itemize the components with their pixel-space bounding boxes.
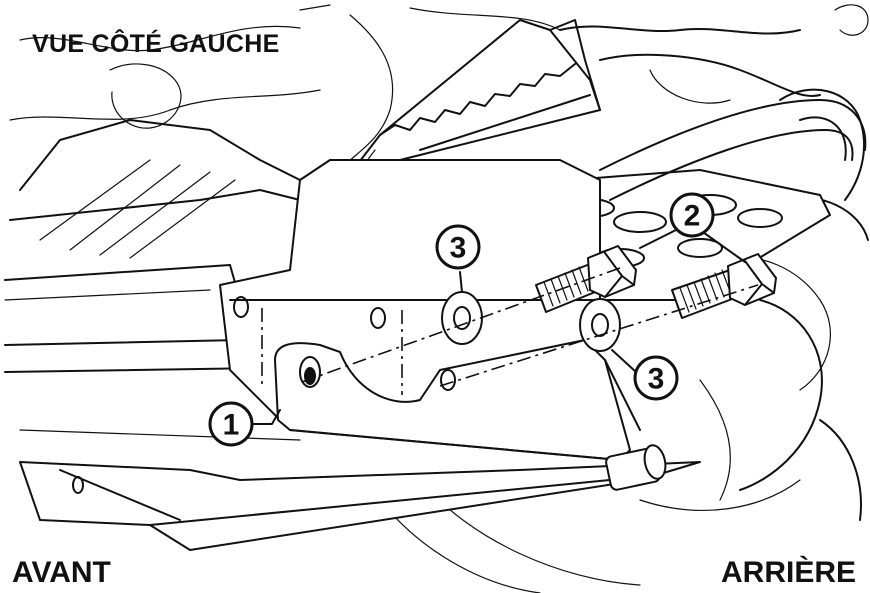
frame-tube	[599, 99, 867, 201]
spacer-boss	[605, 444, 667, 491]
callout-3-top: 3	[435, 224, 481, 270]
view-title: VUE CÔTÉ GAUCHE	[32, 30, 280, 58]
washer-left	[441, 291, 483, 345]
svg-text:3: 3	[648, 363, 665, 396]
front-label: AVANT	[12, 556, 111, 589]
washer-right	[579, 298, 621, 352]
svg-text:1: 1	[223, 409, 240, 442]
mounting-bracket	[274, 339, 641, 461]
rear-label: ARRIÈRE	[720, 556, 856, 589]
svg-text:2: 2	[684, 200, 701, 233]
callout-1: 1	[208, 401, 254, 447]
skid-plate	[19, 429, 701, 551]
callout-3-bottom: 3	[633, 355, 679, 401]
svg-text:3: 3	[450, 232, 467, 265]
assembly-axes	[301, 267, 759, 387]
engine-background	[4, 4, 869, 593]
callout-2: 2	[669, 192, 715, 238]
bolt-right	[671, 253, 777, 319]
callout-leaders	[251, 227, 746, 425]
